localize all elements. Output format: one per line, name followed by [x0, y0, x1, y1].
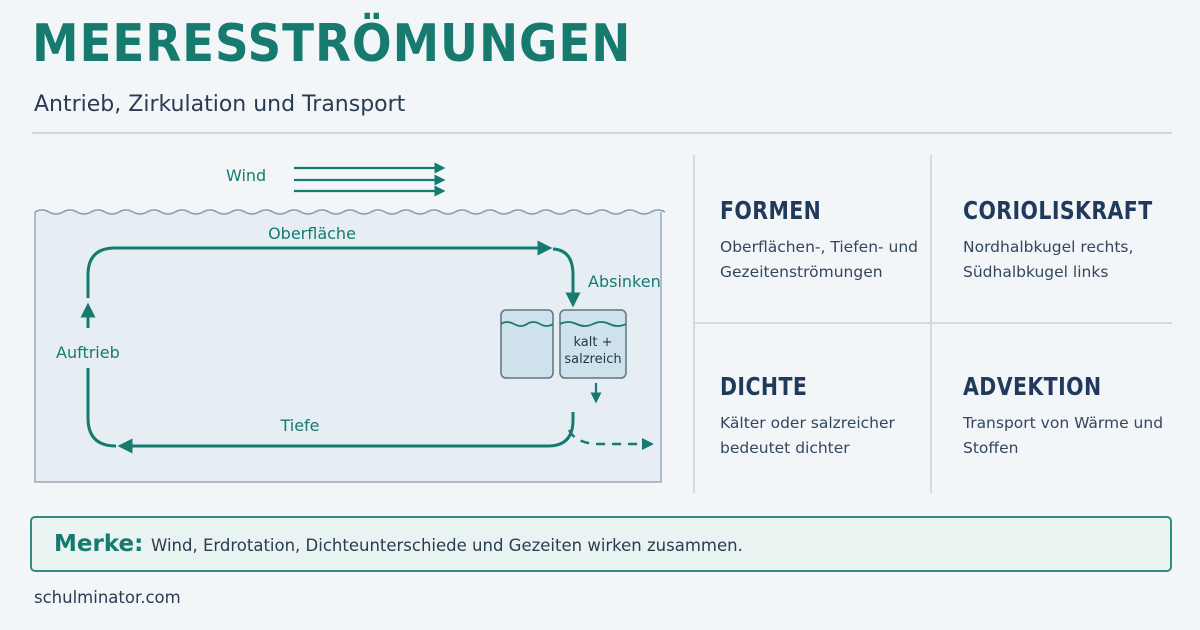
card-heading: DICHTE	[720, 372, 808, 401]
card-heading: FORMEN	[720, 196, 822, 225]
ocean-basin	[34, 212, 662, 483]
card-text: Transport von Wärme und Stoffen	[963, 414, 1164, 457]
deep-current-arrow	[117, 412, 575, 454]
page-title: MEERESSTRÖMUNGEN	[32, 14, 632, 74]
note-box: Merke: Wind, Erdrotation, Dichteuntersch…	[30, 516, 1172, 572]
footer-site: schulminator.com	[34, 588, 181, 607]
note-key: Merke:	[54, 531, 144, 557]
card-heading: ADVEKTION	[963, 372, 1102, 401]
sinking-arrow	[552, 247, 581, 308]
card-text: Nordhalbkugel rechts, Südhalbkugel links	[963, 238, 1134, 281]
grid-divider-horizontal	[693, 322, 1172, 324]
deep-label: Tiefe	[279, 416, 319, 435]
card-text: Oberflächen-, Tiefen- und Gezeitenströmu…	[720, 238, 919, 281]
beaker-label-line1: kalt +	[574, 335, 613, 350]
card-formen: FORMEN Oberflächen-, Tiefen- und Gezeite…	[720, 196, 940, 285]
card-text: Kälter oder salzreicher bedeutet dichter	[720, 414, 895, 457]
upwelling-return	[86, 368, 117, 448]
beaker-label-line2: salzreich	[564, 352, 621, 367]
page-subtitle: Antrieb, Zirkulation und Transport	[34, 92, 406, 117]
beaker-right	[559, 309, 627, 379]
beaker-left	[500, 309, 554, 379]
wind-label: Wind	[226, 166, 266, 185]
water-surface-wave	[34, 209, 666, 215]
header-divider	[32, 132, 1172, 134]
grid-divider-vertical-2	[930, 155, 932, 493]
card-corioliskraft: CORIOLISKRAFT Nordhalbkugel rechts, Südh…	[963, 196, 1183, 285]
card-advektion: ADVEKTION Transport von Wärme und Stoffe…	[963, 372, 1183, 461]
wind-arrows	[294, 162, 446, 197]
sinking-label: Absinken	[588, 272, 661, 291]
surface-current-arrow	[86, 240, 553, 298]
note-text: Wind, Erdrotation, Dichteunterschiede un…	[151, 536, 743, 555]
surface-label: Oberfläche	[268, 224, 356, 243]
card-heading: CORIOLISKRAFT	[963, 196, 1153, 225]
upwelling-label: Auftrieb	[56, 343, 120, 362]
outflow-dashed-arrow	[567, 429, 654, 450]
ocean-circulation-diagram: Wind kalt + salzreich Oberfläche Absinke…	[34, 162, 666, 483]
grid-divider-vertical-1	[693, 155, 695, 493]
card-dichte: DICHTE Kälter oder salzreicher bedeutet …	[720, 372, 940, 461]
